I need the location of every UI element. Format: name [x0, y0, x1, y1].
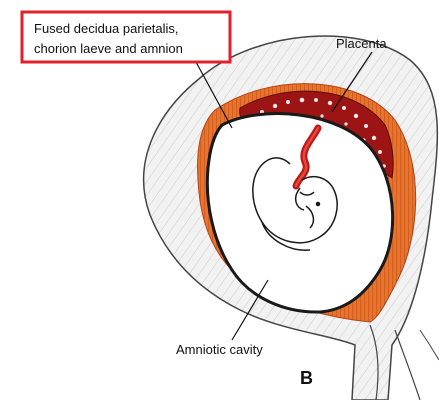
fused-decidua-label-line2: chorion laeve and amnion	[34, 41, 183, 56]
placenta-label: Placenta	[336, 36, 387, 51]
amniotic-cavity-label: Amniotic cavity	[176, 342, 263, 357]
panel-letter: B	[300, 368, 313, 388]
fused-decidua-label-line1: Fused decidua parietalis,	[34, 21, 179, 36]
fused-decidua-label-box: Fused decidua parietalis, chorion laeve …	[22, 12, 230, 62]
